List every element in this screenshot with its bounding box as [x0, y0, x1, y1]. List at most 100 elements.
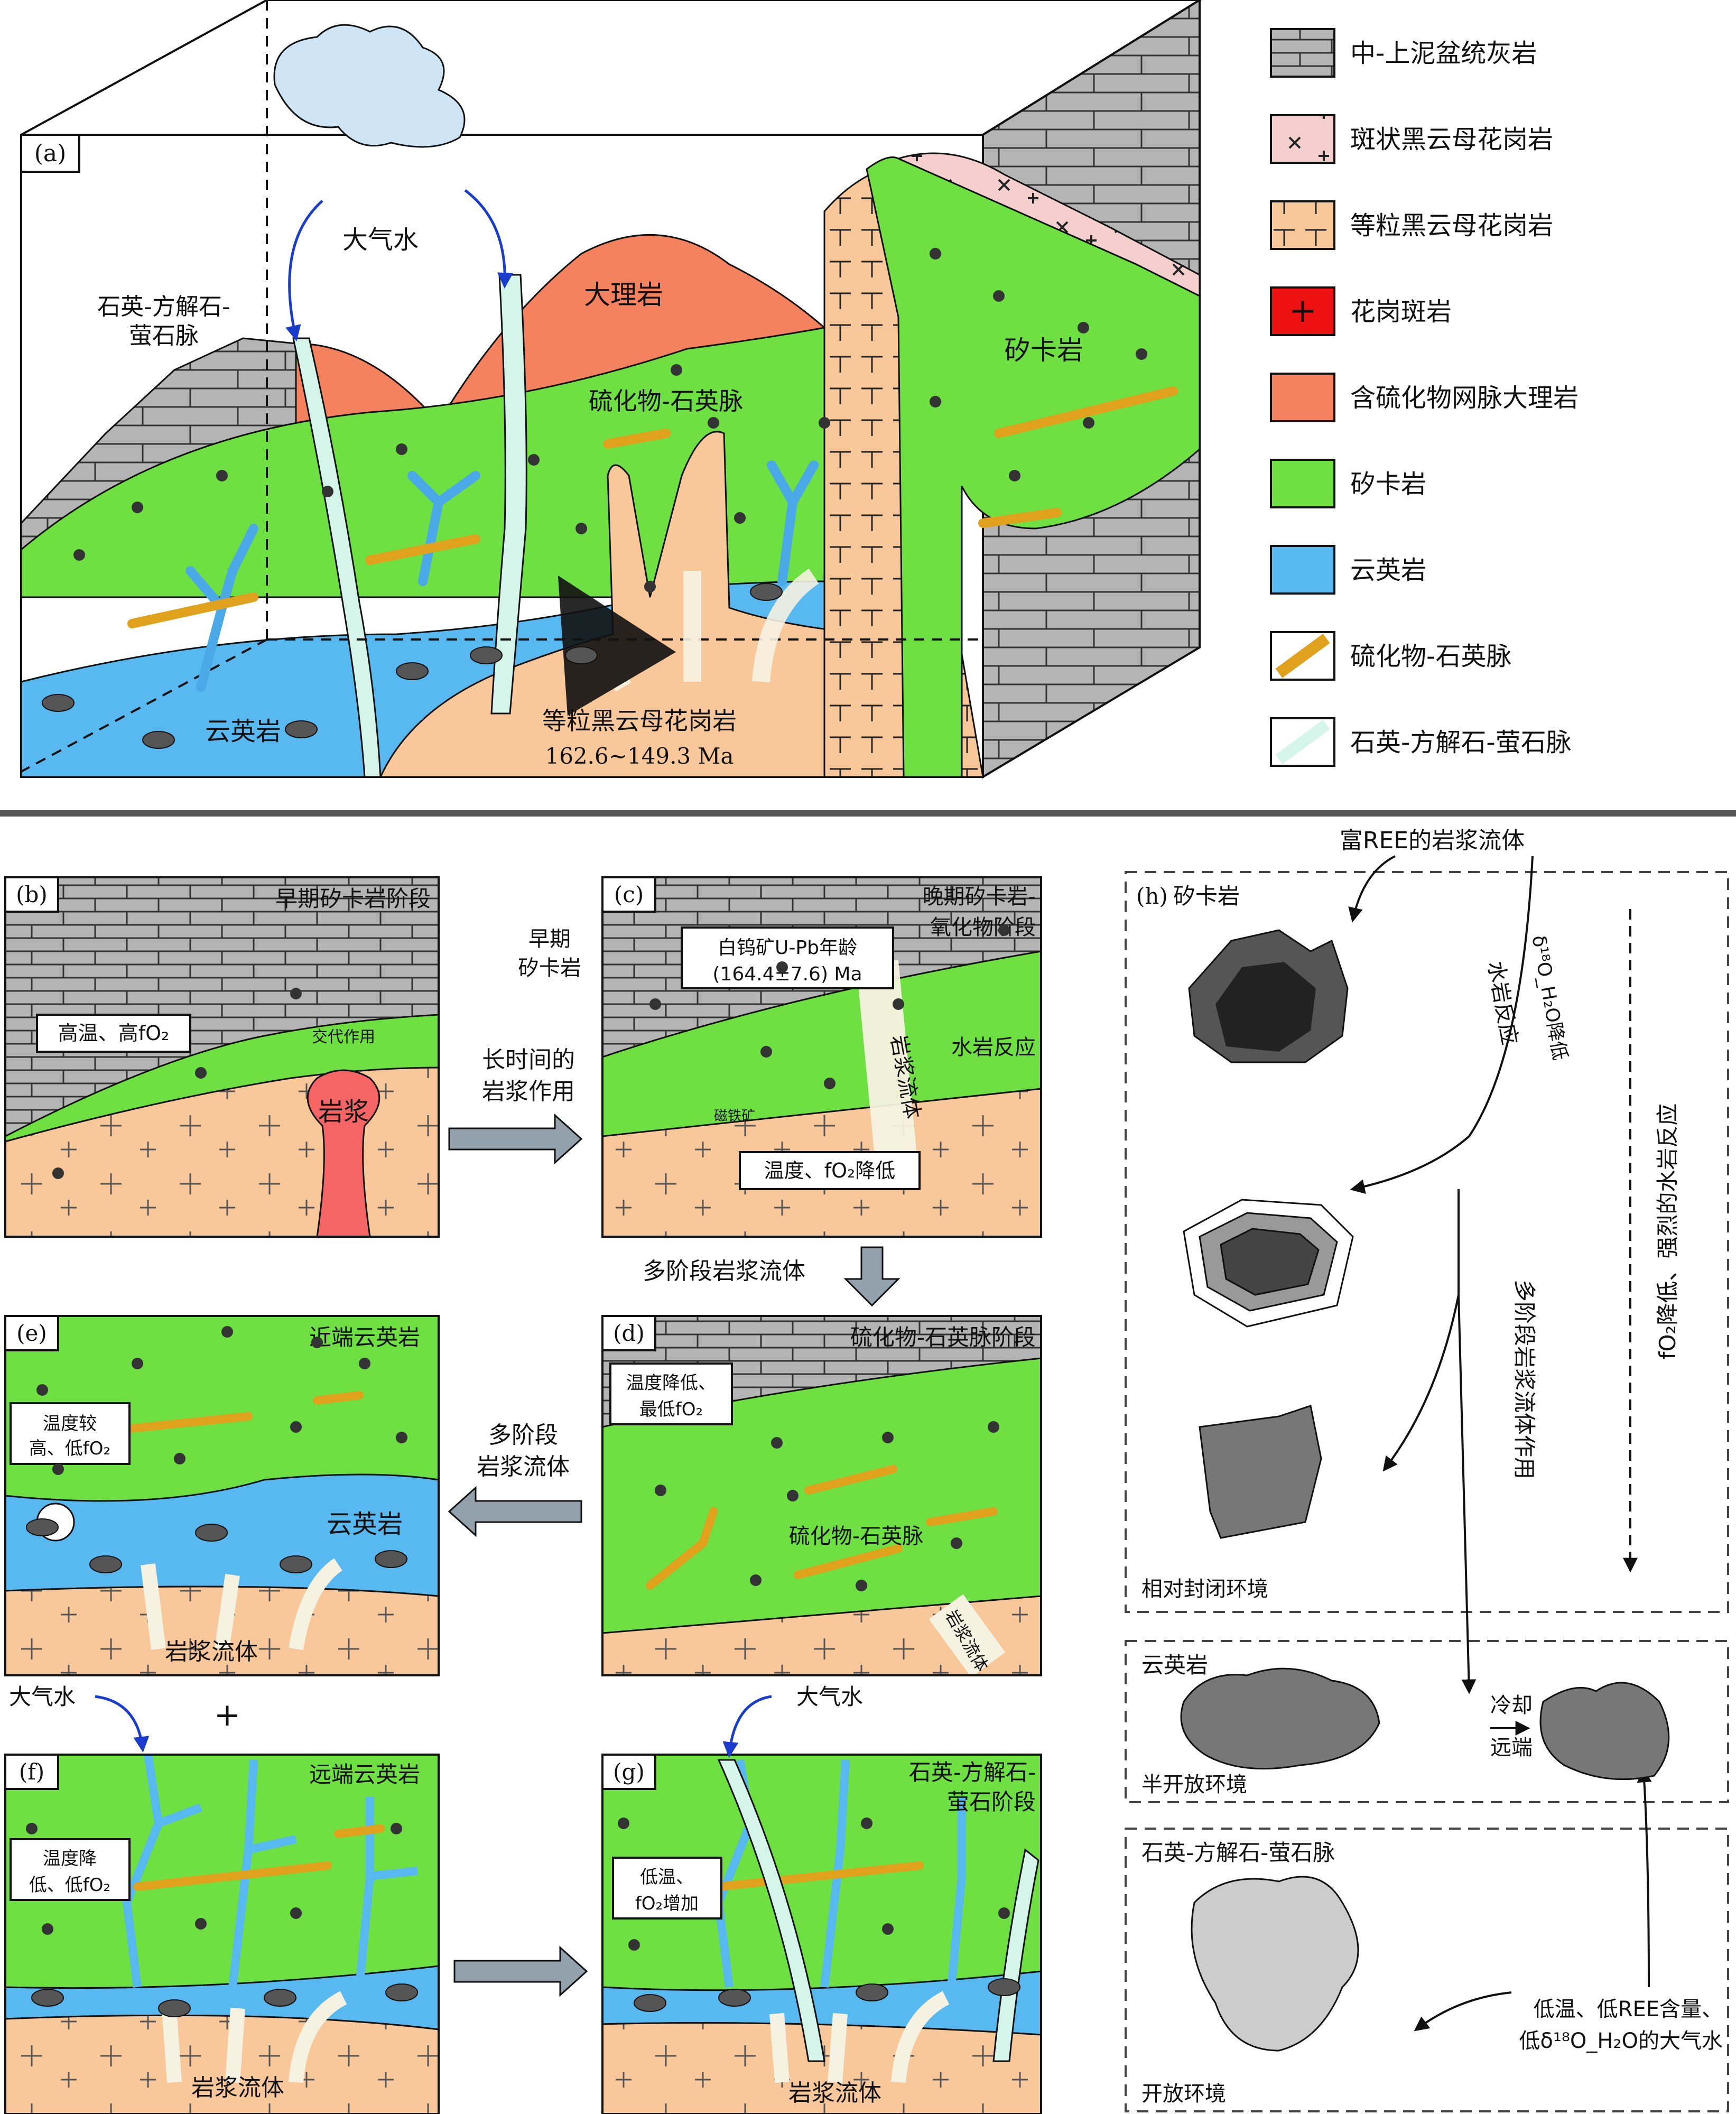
- panel-e: (e) 近端云英岩 温度较 高、低fO₂ 云英岩 岩浆流体: [4, 1315, 440, 1676]
- legend: 中-上泥盆统灰岩斑状黑云母花岗岩等粒黑云母花岗岩花岗斑岩含硫化物网脉大理岩矽卡岩…: [1270, 28, 1579, 767]
- mineral-blob: [264, 1989, 296, 2007]
- mineral-dot: [322, 486, 333, 497]
- panel-h-ree-fluid: 富REE的岩浆流体: [1340, 827, 1525, 854]
- mineral-dot: [993, 290, 1005, 302]
- panel-g-temp2: fO₂增加: [635, 1893, 699, 1914]
- greisen-label: 云英岩: [205, 717, 281, 746]
- mineral-dot: [290, 1421, 302, 1433]
- mineral-dot: [1009, 470, 1020, 481]
- mineral-dot: [649, 998, 661, 1010]
- granite-age-label: 162.6~149.3 Ma: [545, 743, 734, 769]
- mineral-dot: [951, 1537, 962, 1549]
- panel-h-low1: 低温、低REE含量、: [1534, 1997, 1723, 2022]
- granite-label: 等粒黑云母花岗岩: [542, 707, 737, 735]
- panel-e-stage: 近端云英岩: [309, 1324, 420, 1350]
- mineral-blob: [89, 1555, 122, 1573]
- mineral-dot: [824, 1078, 835, 1089]
- mineral-dot: [132, 1358, 143, 1369]
- mineral-blob: [195, 1524, 228, 1542]
- panel-c-stage2: 氧化物阶段: [930, 915, 1036, 940]
- sulfide-vein-label: 硫化物-石英脉: [589, 387, 744, 415]
- legend-swatch-greisen: [1270, 545, 1335, 595]
- panel-h-multi-stage: 多阶段岩浆流体作用: [1511, 1279, 1537, 1479]
- panel-h: 富REE的岩浆流体 (h) 矽卡岩 水岩反应 δ¹⁸O_H₂O降低 多阶段岩浆流…: [1125, 827, 1729, 2112]
- panel-h-skarn: 矽卡岩: [1173, 883, 1240, 909]
- arrow-d-to-e: 多阶段 岩浆流体: [448, 1422, 582, 1537]
- mineral-dot: [290, 1907, 302, 1919]
- legend-label-granite-porphyry: 花岗斑岩: [1350, 297, 1452, 327]
- legend-swatch-sulfide-marble: [1270, 373, 1335, 422]
- arrow-bc-line1: 长时间的: [482, 1046, 575, 1073]
- mineral-blob: [142, 731, 175, 749]
- mineral-dot: [52, 1463, 64, 1475]
- mineral-blob: [988, 1978, 1020, 1996]
- panel-g: (g) 石英-方解石- 萤石阶段 大气水 低温、 fO₂增加 岩浆流体: [601, 1684, 1042, 2114]
- mineral-blob: [396, 662, 429, 680]
- mineral-blob: [285, 720, 318, 738]
- panel-b-metasomatism: 交代作用: [312, 1028, 375, 1046]
- arrow-cd-text: 多阶段岩浆流体: [643, 1258, 805, 1285]
- mineral-dot: [708, 417, 719, 429]
- panel-d-stage: 硫化物-石英脉阶段: [850, 1324, 1036, 1350]
- mineral-dot: [195, 1918, 207, 1930]
- panel-b-stage: 早期矽卡岩阶段: [275, 886, 431, 912]
- mineral-dot: [655, 1485, 666, 1496]
- arrow-de-line1: 多阶段: [488, 1422, 558, 1449]
- mineral-dot: [618, 1818, 629, 1829]
- mineral-dot: [760, 1046, 772, 1058]
- mineral-dot: [628, 1939, 640, 1951]
- legend-swatch-limestone: [1270, 28, 1335, 78]
- panel-b-condition: 高温、高fO₂: [58, 1022, 170, 1045]
- panel-e-fluid: 岩浆流体: [165, 1638, 258, 1665]
- mineral-dot: [1078, 322, 1089, 333]
- mineral-dot: [750, 1574, 762, 1586]
- mineral-dot: [776, 961, 788, 973]
- panel-b-magma: 岩浆: [318, 1097, 369, 1127]
- mineral-blob: [158, 1999, 191, 2017]
- panel-h-d18o: δ¹⁸O_H₂O降低: [1527, 934, 1571, 1062]
- panel-f-fluid: 岩浆流体: [191, 2074, 284, 2101]
- panel-b-label: (b): [16, 882, 48, 907]
- mineral-dot: [882, 1923, 894, 1935]
- mineral-blob: [750, 583, 783, 601]
- mineral-dot: [26, 1823, 38, 1834]
- panel-c-age1: 白钨矿U-Pb年龄: [718, 937, 857, 959]
- mineral-dot: [311, 1337, 323, 1348]
- panel-c-stage1: 晚期矽卡岩-: [923, 885, 1036, 909]
- mineral-dot: [671, 364, 682, 376]
- mineral-dot: [644, 581, 656, 592]
- panel-c-temp: 温度、fO₂降低: [764, 1159, 896, 1182]
- panel-h-low2: 低δ¹⁸O_H₂O的大气水: [1519, 2029, 1723, 2053]
- panel-e-temp1: 温度较: [43, 1413, 97, 1434]
- panel-f-temp1: 温度降: [43, 1848, 97, 1869]
- panel-f-temp2: 低、低fO₂: [29, 1875, 110, 1896]
- mineral-dot: [391, 1823, 402, 1834]
- legend-plus-icon: [1292, 301, 1313, 322]
- mineral-dot: [1083, 417, 1094, 429]
- section-divider: [0, 810, 1736, 817]
- arrow-b-to-c: 长时间的 岩浆作用: [448, 1046, 583, 1165]
- mineral-dot: [787, 1490, 799, 1501]
- panel-c-early-skarn2: 矽卡岩: [518, 956, 581, 980]
- legend-label-sulfide-marble: 含硫化物网脉大理岩: [1350, 383, 1579, 413]
- legend-label-sulfide-quartz-vein: 硫化物-石英脉: [1350, 642, 1511, 671]
- panel-c: (c) 晚期矽卡岩- 氧化物阶段 早期 矽卡岩 白钨矿U-Pb年龄 (164.4…: [518, 876, 1042, 1238]
- panel-e-label: (e): [16, 1320, 47, 1346]
- panel-a-label: (a): [34, 140, 67, 167]
- arrow-c-to-d: 多阶段岩浆流体: [643, 1246, 901, 1307]
- panel-h-cool2: 远端: [1490, 1736, 1533, 1760]
- arrow-de-line2: 岩浆流体: [477, 1453, 570, 1480]
- panel-d-label: (d): [613, 1320, 645, 1346]
- mineral-dot: [132, 502, 143, 513]
- mineral-blob: [634, 1994, 666, 2012]
- mineral-dot: [998, 1907, 1010, 1919]
- mineral-dot: [882, 1432, 894, 1443]
- mineral-dot: [998, 924, 1010, 936]
- mineral-dot: [819, 417, 830, 429]
- panel-h-open: 开放环境: [1141, 2082, 1226, 2106]
- panel-h-cool1: 冷却: [1490, 1693, 1533, 1718]
- qcf-vein-label-1: 石英-方解石-: [97, 293, 230, 320]
- arrow-f-to-g: [453, 1945, 588, 1997]
- panel-e-temp2: 高、低fO₂: [29, 1438, 110, 1459]
- mineral-dot: [290, 988, 302, 999]
